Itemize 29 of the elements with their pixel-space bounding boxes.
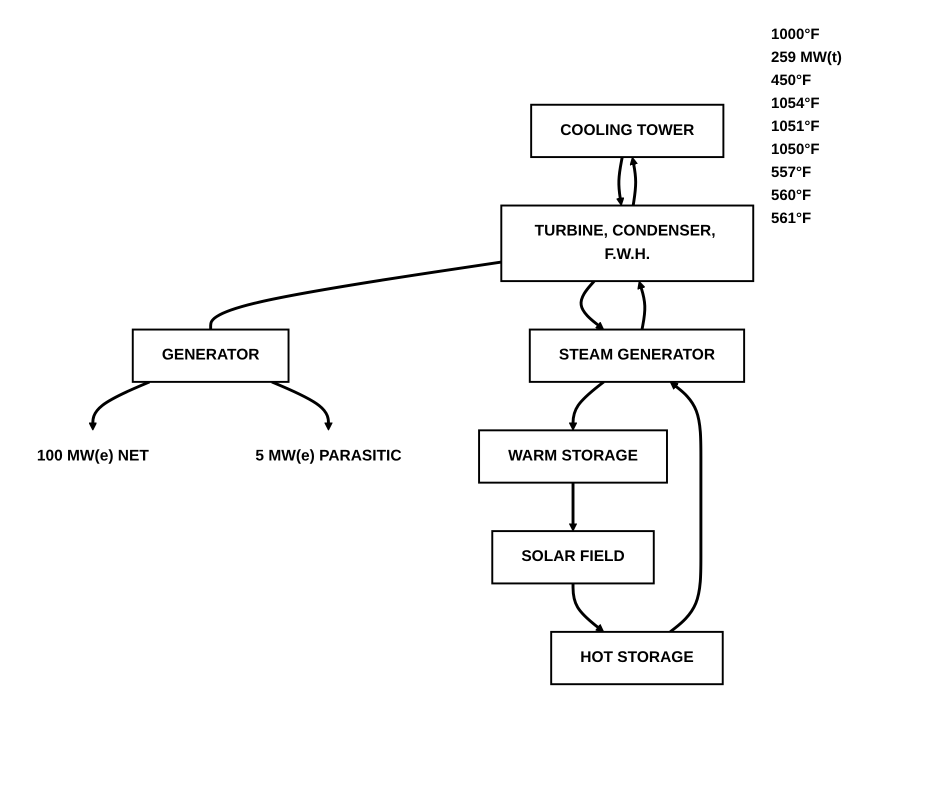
flow-annotation: 450°F bbox=[771, 72, 812, 89]
arrow bbox=[630, 156, 638, 206]
arrow bbox=[572, 583, 604, 632]
arrow bbox=[580, 280, 604, 330]
flow-annotation: 561°F bbox=[771, 210, 812, 227]
arrow bbox=[637, 280, 646, 330]
flow-annotation: 1054°F bbox=[771, 95, 821, 112]
arrow bbox=[271, 380, 333, 431]
node-text: 100 MW(e) NET bbox=[36, 448, 149, 464]
flow-annotation: 259 MW(t) bbox=[771, 49, 843, 66]
node-box: COOLING TOWER bbox=[530, 104, 724, 158]
node-box: SOLAR FIELD bbox=[491, 530, 655, 584]
arrow bbox=[568, 482, 578, 532]
flow-annotation: 1050°F bbox=[771, 141, 821, 158]
flow-annotation: 560°F bbox=[771, 187, 812, 204]
connector bbox=[209, 260, 502, 330]
arrow bbox=[88, 380, 150, 431]
flow-annotation: 1000°F bbox=[771, 26, 821, 43]
node-box: STEAM GENERATOR bbox=[528, 328, 746, 383]
arrow bbox=[669, 382, 702, 634]
flow-annotation: 1051°F bbox=[771, 118, 821, 135]
arrow bbox=[568, 380, 605, 431]
flow-annotation: 557°F bbox=[771, 164, 812, 181]
node-box: WARM STORAGE bbox=[478, 429, 668, 484]
arrow bbox=[616, 156, 624, 206]
node-box: TURBINE, CONDENSER, F.W.H. bbox=[500, 204, 754, 282]
node-box: GENERATOR bbox=[132, 328, 290, 383]
node-text: 5 MW(e) PARASITIC bbox=[255, 448, 402, 464]
node-box: HOT STORAGE bbox=[550, 630, 724, 686]
